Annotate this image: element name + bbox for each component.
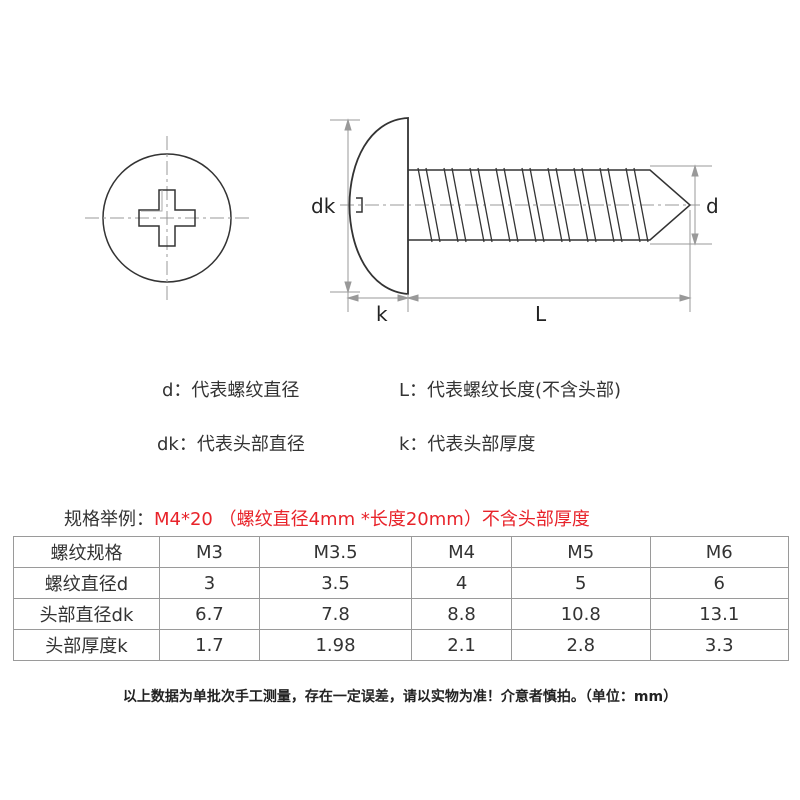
table-cell: 1.98 (258, 629, 413, 661)
dimension-label-k: k (376, 302, 388, 326)
table-row: 头部厚度k 1.7 1.98 2.1 2.8 3.3 (13, 629, 789, 661)
table-cell: 3 (159, 567, 260, 599)
table-cell: 8.8 (411, 598, 513, 630)
spec-example: 规格举例：M4*20 （螺纹直径4mm *长度20mm）不含头部厚度 (64, 505, 590, 531)
legend-d: d：代表螺纹直径 (162, 380, 300, 401)
table-header-row: 螺纹规格 M3 M3.5 M4 M5 M6 (13, 536, 789, 568)
table-cell: 1.7 (159, 629, 260, 661)
table-cell: 头部厚度k (13, 629, 160, 661)
screw-threads (417, 167, 649, 243)
table-header-cell: M4 (411, 536, 513, 568)
table-cell: 6.7 (159, 598, 260, 630)
head-top-view (85, 136, 249, 300)
spec-table: 螺纹规格 M3 M3.5 M4 M5 M6 螺纹直径d 3 3.5 4 5 6 … (13, 536, 789, 661)
table-cell: 10.8 (511, 598, 651, 630)
table-row: 头部直径dk 6.7 7.8 8.8 10.8 13.1 (13, 598, 789, 630)
table-header-cell: M3 (159, 536, 260, 568)
screw-drawing (85, 117, 712, 312)
table-cell: 3.5 (258, 567, 413, 599)
table-header-cell: M5 (511, 536, 651, 568)
table-header-cell: M6 (649, 536, 789, 568)
dimension-label-d: d (706, 194, 719, 218)
spec-example-label: 规格举例： (64, 509, 154, 530)
table-header-cell: 螺纹规格 (13, 536, 160, 568)
table-cell: 2.8 (511, 629, 651, 661)
dimension-lines (330, 118, 712, 312)
table-row: 螺纹直径d 3 3.5 4 5 6 (13, 567, 789, 599)
spec-example-value: M4*20 （螺纹直径4mm *长度20mm）不含头部厚度 (154, 509, 590, 530)
legend-L: L：代表螺纹长度(不含头部) (399, 380, 622, 401)
table-cell: 3.3 (649, 629, 789, 661)
table-cell: 2.1 (411, 629, 513, 661)
screw-head (348, 117, 409, 295)
dimension-label-dk: dk (311, 194, 336, 218)
table-cell: 6 (649, 567, 789, 599)
measurement-note: 以上数据为单批次手工测量，存在一定误差，请以实物为准！介意者慎拍。（单位：mm） (122, 689, 678, 705)
legend-k: k：代表头部厚度 (399, 434, 536, 455)
table-cell: 13.1 (649, 598, 789, 630)
table-cell: 7.8 (258, 598, 413, 630)
table-cell: 螺纹直径d (13, 567, 160, 599)
screw-side-view (340, 117, 700, 295)
table-header-cell: M3.5 (258, 536, 413, 568)
table-cell: 5 (511, 567, 651, 599)
table-cell: 头部直径dk (13, 598, 160, 630)
legend-dk: dk：代表头部直径 (157, 434, 305, 455)
table-cell: 4 (411, 567, 513, 599)
dimension-label-L: L (535, 302, 547, 326)
phillips-cross-icon (138, 189, 196, 247)
